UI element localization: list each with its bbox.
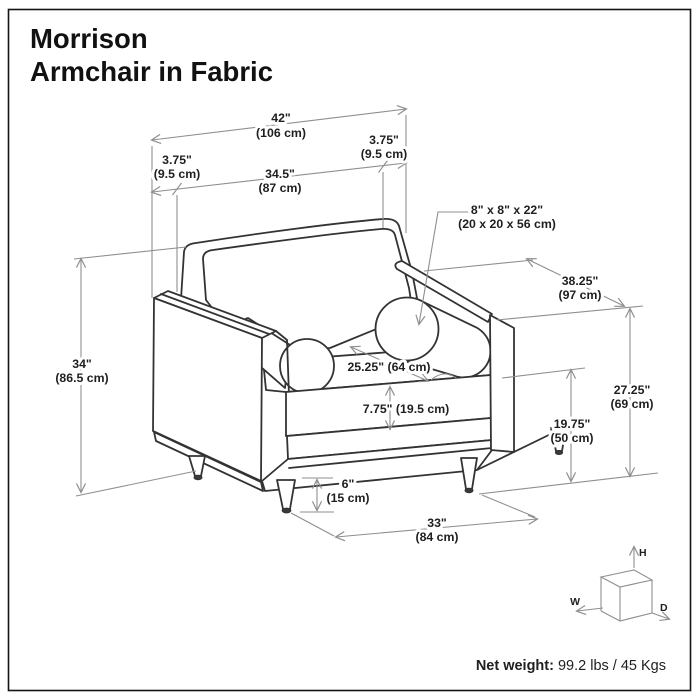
overall-depth-cm: (97 cm) <box>558 288 601 302</box>
base-width-cm: (84 cm) <box>415 530 458 544</box>
interior-width-inches: 34.5" <box>265 167 295 181</box>
dim-bolster-pillow: 8" x 8" x 22" (20 x 20 x 56 cm) <box>415 200 559 326</box>
overall-height-cm: (86.5 cm) <box>55 371 108 385</box>
dim-seat-depth: 25.25" (64 cm) <box>344 345 458 383</box>
dim-overall-height: 34" (86.5 cm) <box>52 246 197 497</box>
product-title-line1: Morrison <box>30 23 148 54</box>
arm-right-inches: 3.75" <box>369 133 399 147</box>
leg-height-cm: (15 cm) <box>326 491 369 505</box>
overall-height-inches: 34" <box>72 357 92 371</box>
interior-width-cm: (87 cm) <box>258 181 301 195</box>
page-border <box>7 8 692 692</box>
orientation-cube-icon: H W D <box>570 545 671 622</box>
bolster-cm: (20 x 20 x 56 cm) <box>458 217 556 231</box>
cube-height-axis-label: H <box>639 547 647 559</box>
arm-right-cm: (9.5 cm) <box>361 147 407 161</box>
dim-arm-chain: 3.75" (9.5 cm) 3.75" (9.5 cm) 34.5" (87 … <box>150 130 410 292</box>
overall-width-inches: 42" <box>271 111 291 125</box>
cube-depth-axis-label: D <box>660 602 668 614</box>
seat-depth-label: 25.25" (64 cm) <box>347 360 430 374</box>
dim-leg-height: 6" (15 cm) <box>300 474 373 513</box>
dim-seat-cushion-thickness: 7.75" (19.5 cm) <box>360 385 452 431</box>
cube-width-axis-label: W <box>570 596 580 608</box>
dim-overall-width: 42" (106 cm) <box>150 104 408 298</box>
net-weight: Net weight: 99.2 lbs / 45 Kgs <box>476 658 666 674</box>
leg-height-inches: 6" <box>342 477 355 491</box>
arm-left-cm: (9.5 cm) <box>154 167 200 181</box>
dim-seat-height: 19.75" (50 cm) <box>501 367 597 483</box>
net-weight-value: 99.2 lbs / 45 Kgs <box>554 658 666 674</box>
overall-width-cm: (106 cm) <box>256 126 306 140</box>
arm-height-inches: 27.25" <box>614 383 651 397</box>
dim-arm-height: 27.25" (69 cm) <box>478 307 659 495</box>
dim-base-width: 33" (84 cm) <box>290 494 539 547</box>
base-width-inches: 33" <box>427 516 447 530</box>
dim-overall-depth: 38.25" (97 cm) <box>423 258 644 321</box>
seat-height-cm: (50 cm) <box>550 431 593 445</box>
seat-cushion-label: 7.75" (19.5 cm) <box>363 402 450 416</box>
net-weight-label: Net weight: <box>476 658 554 674</box>
seat-height-inches: 19.75" <box>554 417 591 431</box>
overall-depth-inches: 38.25" <box>562 274 599 288</box>
product-title-line2: Armchair in Fabric <box>30 56 273 87</box>
bolster-inches: 8" x 8" x 22" <box>471 203 543 217</box>
arm-left-inches: 3.75" <box>162 153 192 167</box>
arm-height-cm: (69 cm) <box>610 397 653 411</box>
